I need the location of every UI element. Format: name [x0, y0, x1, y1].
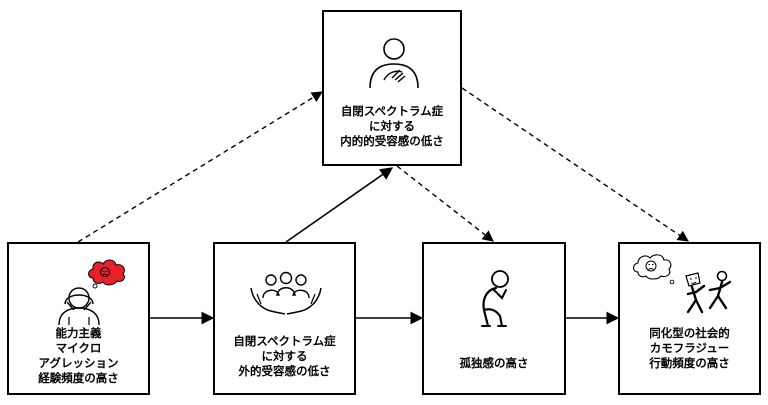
node-ableism-line-4: 経験頻度の高さ — [38, 371, 119, 385]
node-ableism-line-3: アグレッション — [38, 356, 119, 370]
arrow-external-to-internal — [285, 167, 394, 243]
supporting-hands-group-icon — [250, 271, 322, 315]
node-ableism-line-1: 能力主義 — [55, 326, 102, 340]
node-external-line-3: 外的受容感の低さ — [238, 364, 331, 378]
node-camouflage-line-2: カモフラジュー — [649, 341, 730, 355]
node-loneliness-line-1: 孤独感の高さ — [459, 356, 529, 370]
node-internal-line-3: 内的的受容感の低さ — [340, 134, 444, 148]
node-external-line-1: 自閉スペクトラム症 — [233, 334, 336, 348]
masked-dancers-icon — [632, 254, 732, 314]
node-camouflage-line-1: 同化型の社会的 — [649, 326, 730, 340]
node-internal-acceptance: 自閉スペクトラム症 に対する 内的的受容感の低さ — [322, 10, 462, 166]
node-internal-line-1: 自閉スペクトラム症 — [340, 104, 444, 118]
arrow-internal-to-camouflage — [461, 87, 689, 242]
angry-speech-cloud-icon — [88, 259, 125, 289]
person-covering-head-icon — [58, 287, 100, 326]
arrow-ableism-to-internal — [77, 91, 323, 243]
node-ableism-line-2: マイクロ — [55, 341, 102, 355]
node-internal-line-2: に対する — [369, 119, 415, 133]
node-camouflage: 同化型の社会的 カモフラジュー 行動頻度の高さ — [618, 242, 761, 395]
hand-on-heart-person-icon — [369, 38, 419, 89]
arrow-internal-to-loneliness — [396, 165, 494, 242]
crouching-sad-person-icon — [481, 270, 509, 328]
node-ableism-microaggression: 能力主義 マイクロ アグレッション 経験頻度の高さ — [7, 242, 150, 395]
node-camouflage-line-3: 行動頻度の高さ — [649, 356, 730, 370]
node-external-acceptance: 自閉スペクトラム症 に対する 外的受容感の低さ — [213, 242, 356, 395]
node-external-line-2: に対する — [261, 349, 308, 363]
node-loneliness: 孤独感の高さ — [422, 242, 566, 395]
